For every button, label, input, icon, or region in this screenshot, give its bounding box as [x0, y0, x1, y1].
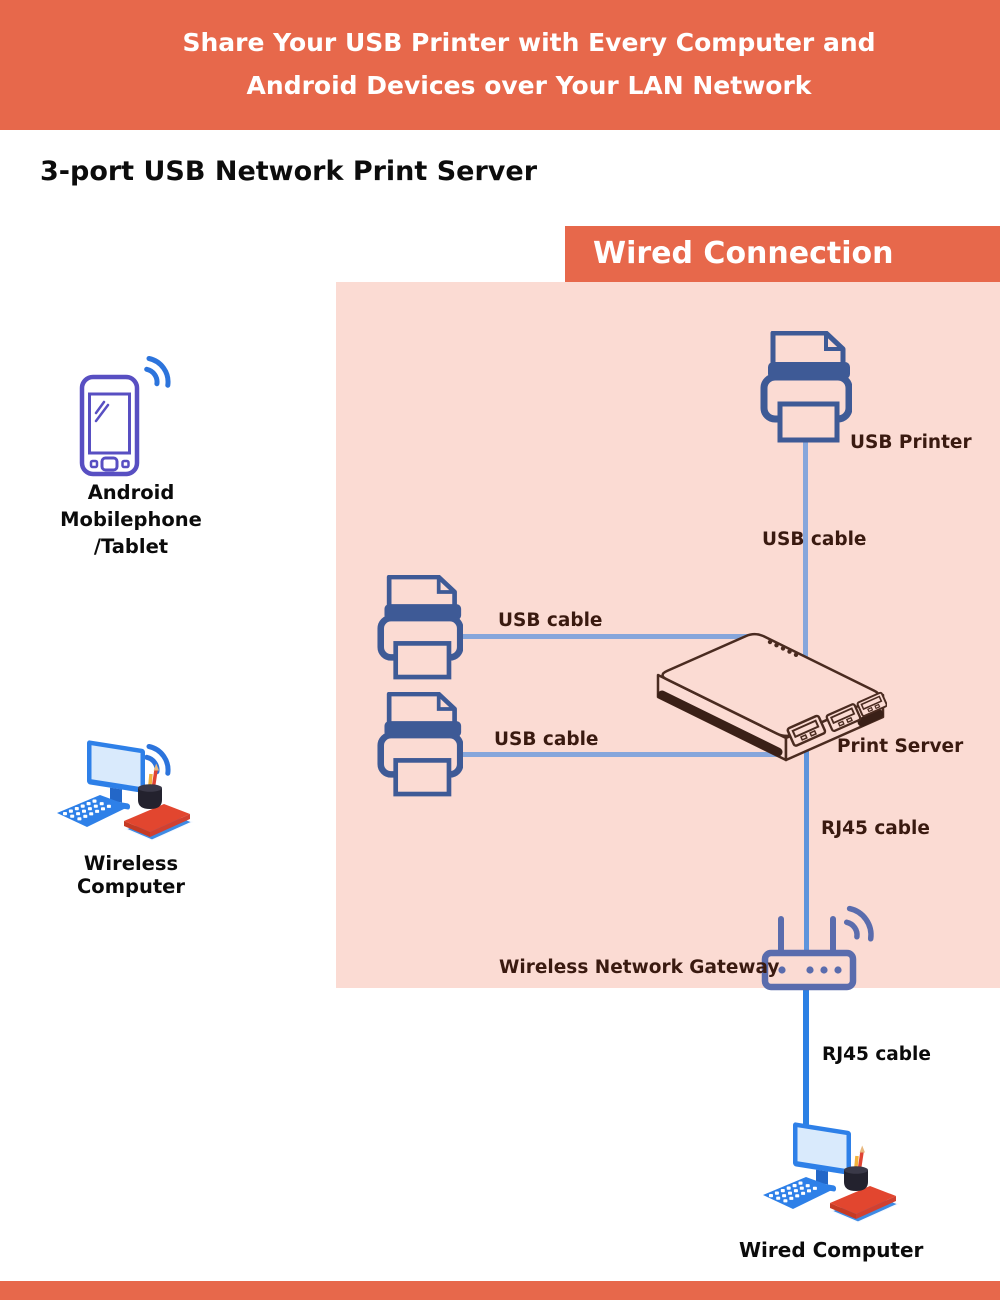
rj45-cable-label-lower: RJ45 cable	[822, 1044, 931, 1065]
usb-cable-line-2	[456, 752, 778, 757]
monitor	[87, 740, 145, 810]
keyboard-keys	[769, 1181, 817, 1203]
android-device-label-line2: /Tablet	[93, 535, 169, 558]
print-server-label: Print Server	[837, 736, 964, 757]
usb-printer-icon	[760, 331, 852, 443]
rj45-cable-line-lower	[803, 984, 809, 1130]
wifi-signal-icon	[144, 356, 171, 388]
top-banner: Share Your USB Printer with Every Comput…	[0, 0, 1000, 130]
pencil-cup	[844, 1145, 868, 1191]
usb-cable-line-vertical	[803, 440, 808, 665]
desktop-computer-wifi-icon	[57, 740, 194, 841]
android-device-label: Android Mobilephone /Tablet	[25, 479, 237, 560]
section-banner: Wired Connection	[565, 226, 1000, 282]
keyboard-keys	[63, 799, 111, 821]
banner-line-2: Android Devices over Your LAN Network	[246, 71, 812, 100]
wired-computer-label: Wired Computer	[739, 1238, 924, 1262]
pencil-cup	[138, 763, 162, 809]
usb-cable-label-bottom: USB cable	[494, 729, 599, 750]
keyboard	[57, 795, 130, 827]
keyboard	[763, 1177, 836, 1209]
router-leds	[778, 966, 842, 974]
usb-cable-line-1	[456, 634, 752, 639]
server-base-band	[657, 690, 783, 757]
monitor	[793, 1122, 851, 1192]
phone-screen	[88, 392, 131, 455]
usb-cable-label-mid: USB cable	[498, 610, 603, 631]
usb-port-icon	[825, 703, 862, 733]
usb-printer-icon	[377, 692, 463, 797]
wifi-signal-icon	[843, 905, 874, 942]
android-phone-wifi-icon	[79, 356, 171, 477]
gateway-label: Wireless Network Gateway	[499, 957, 780, 978]
usb-printer-label: USB Printer	[850, 432, 972, 453]
android-device-label-line1: Android Mobilephone	[60, 481, 202, 531]
wireless-router-icon	[761, 905, 874, 991]
bottom-accent-bar	[0, 1281, 1000, 1300]
rj45-cable-line-upper	[804, 740, 809, 958]
home-button	[100, 456, 119, 472]
usb-printer-icon	[377, 575, 463, 680]
server-led-dots	[767, 639, 799, 657]
desktop-computer-icon	[763, 1122, 900, 1223]
book-red	[830, 1186, 896, 1214]
usb-port-icon	[856, 691, 887, 717]
print-server-box-icon	[656, 632, 887, 762]
usb-cable-label-top: USB cable	[762, 529, 867, 550]
wireless-computer-label: Wireless Computer	[76, 852, 186, 898]
rj45-cable-label-upper: RJ45 cable	[821, 818, 930, 839]
banner-line-1: Share Your USB Printer with Every Comput…	[182, 28, 876, 57]
usb-port-icon	[786, 714, 827, 747]
page-title: 3-port USB Network Print Server	[40, 156, 538, 187]
book-red	[124, 804, 190, 832]
